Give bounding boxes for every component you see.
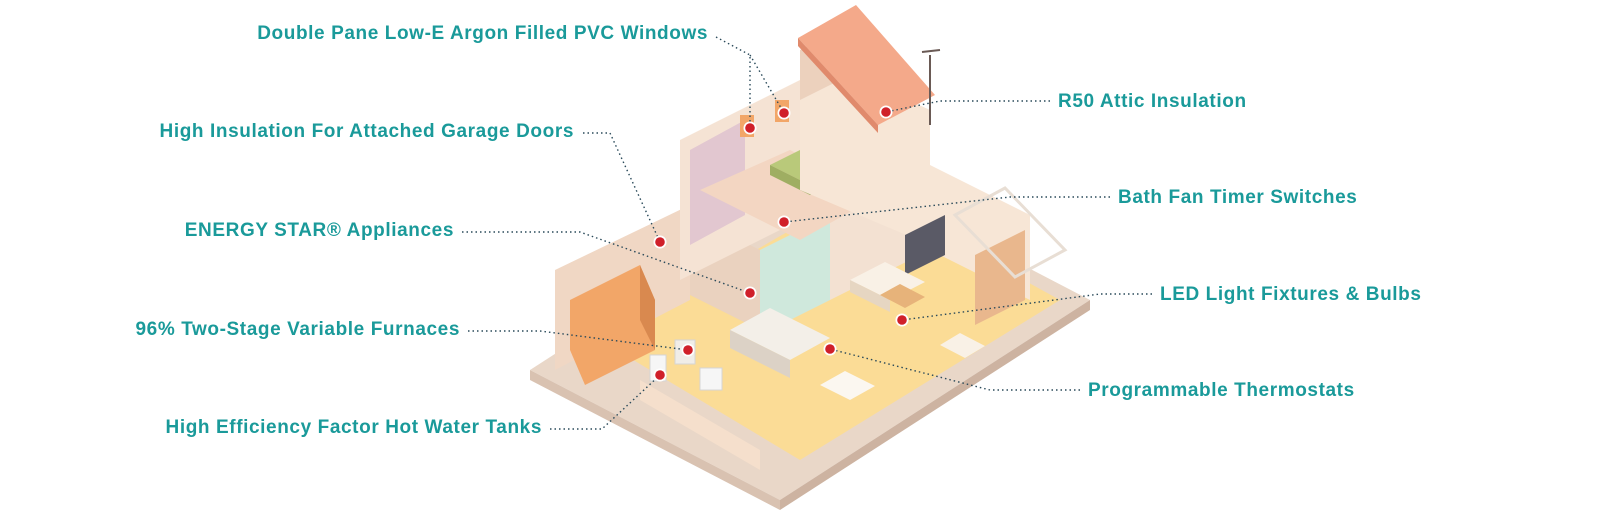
marker-dot-attic — [881, 107, 891, 117]
leader-line-bath-fan — [783, 196, 1110, 223]
label-led: LED Light Fixtures & Bulbs — [1160, 284, 1422, 305]
feature-markers — [653, 105, 909, 382]
label-appliances: ENERGY STAR® Appliances — [184, 220, 454, 241]
kitchen-back-wall — [760, 215, 830, 335]
marker-dot-thermostats — [825, 344, 835, 354]
leader-line-hot-water — [550, 374, 661, 430]
ground-slab-edge-right — [780, 300, 1090, 510]
patio-door — [975, 230, 1025, 325]
marker-dot-hot-water — [655, 370, 665, 380]
attic-roof — [798, 5, 935, 125]
kitchen-counter — [730, 308, 830, 360]
marker-dot-appliances — [745, 288, 755, 298]
marker-dot-led — [897, 315, 907, 325]
label-bath-fan: Bath Fan Timer Switches — [1118, 187, 1358, 208]
dining-table — [820, 371, 875, 400]
marker-dot-windows — [745, 123, 755, 133]
marker-dot-garage-doors — [655, 237, 665, 247]
leader-line-attic — [885, 100, 1050, 113]
garage-door — [570, 265, 655, 385]
label-windows: Double Pane Low-E Argon Filled PVC Windo… — [257, 23, 708, 44]
ground-slab-edge — [530, 370, 780, 510]
marker-dot-bath-fan — [779, 217, 789, 227]
leader-lines — [462, 36, 1152, 430]
front-wall-low — [640, 380, 760, 470]
marker-dot-furnaces — [683, 345, 693, 355]
armchair — [940, 333, 985, 358]
pergola — [952, 186, 1068, 279]
leader-line-appliances — [462, 231, 751, 294]
leader-line-led — [901, 293, 1152, 321]
marker-dot-windows-2 — [779, 108, 789, 118]
label-garage-doors: High Insulation For Attached Garage Door… — [159, 121, 574, 142]
coffee-table — [880, 284, 925, 308]
attic-roof-edge — [798, 38, 878, 133]
sofa-side — [850, 280, 890, 312]
antenna-arm — [921, 49, 941, 53]
garage-door-shade — [640, 265, 655, 350]
leader-line-garage-doors — [583, 132, 661, 243]
washing-machine — [699, 367, 723, 391]
kitchen-counter-side — [730, 330, 790, 378]
label-furnaces: 96% Two-Stage Variable Furnaces — [135, 319, 460, 340]
label-hot-water: High Efficiency Factor Hot Water Tanks — [165, 417, 542, 438]
leader-line-furnaces — [468, 330, 689, 351]
tv-wall-unit — [905, 215, 945, 275]
label-thermostats: Programmable Thermostats — [1088, 380, 1355, 401]
label-attic: R50 Attic Insulation — [1058, 91, 1247, 112]
leader-line-thermostats — [829, 348, 1080, 391]
